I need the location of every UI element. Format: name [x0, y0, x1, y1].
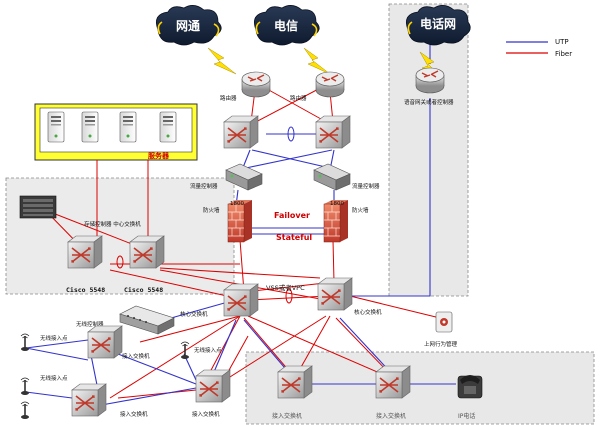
cisco-right-label: Cisco 5548 [124, 286, 163, 294]
vss-vpc-label: VSS或者VPC [266, 283, 305, 292]
utp-links [25, 30, 456, 407]
cloud-label-dianxin: 电信 [274, 18, 298, 33]
router-right-label: 路由器 [290, 94, 307, 102]
access-switch-2-label: 接入交换机 [120, 410, 148, 418]
server-icon [119, 111, 137, 143]
failover-label: Failover [274, 211, 310, 220]
phone-zone-box [388, 3, 469, 297]
lightning-icon [207, 47, 237, 75]
behavior-mgmt-label: 上网行为管理 [424, 340, 458, 348]
core-left-label: 核心交换机 [180, 310, 208, 318]
server-icon [159, 111, 177, 143]
cloud-dianxin: 电信 [253, 5, 320, 46]
access-switch-1-icon [87, 325, 123, 359]
firewall-right-label: 防火墙 [352, 206, 369, 214]
access-switch-1-label: 接入交换机 [122, 352, 150, 360]
storage-controller-icon [19, 195, 57, 219]
wireless-ap-mid-label: 无线接入点 [194, 346, 222, 354]
behavior-mgmt-icon [435, 311, 453, 333]
router-left-icon [241, 71, 271, 98]
wireless-ap-icon [20, 333, 30, 352]
wireless-ap-top-label: 无线接入点 [40, 334, 68, 342]
cloud-dianhuawang: 电话网 [405, 5, 471, 46]
ip-phone-label: IP电话 [458, 412, 475, 420]
access-switch-3-label: 接入交换机 [192, 410, 220, 418]
voice-gateway-label: 语音网关或者控制器 [404, 98, 454, 106]
stateful-label: Stateful [276, 233, 312, 242]
server-icon [81, 111, 99, 143]
wireless-ap-icon [20, 401, 30, 420]
access-switch-3-icon [195, 369, 231, 403]
port-left-label: 1800 [230, 201, 244, 207]
legend-fiber-label: Fiber [555, 50, 572, 58]
access-switch-4-icon [277, 365, 313, 399]
cloud-wangtong: 网通 [155, 5, 222, 46]
wireless-ap-icon [180, 341, 190, 360]
firewall-left-label: 防火墙 [203, 206, 220, 214]
core-right-label: 核心交换机 [354, 308, 382, 316]
cisco-switch-left-icon [67, 235, 103, 269]
core-switch-right-icon [317, 277, 353, 311]
legend: UTP Fiber [506, 38, 572, 58]
router-right-icon [315, 71, 345, 98]
storage-core-label: 存储控制器 中心交换机 [84, 220, 141, 228]
wireless-controller-icon [119, 305, 175, 335]
cisco-switch-right-icon [129, 235, 165, 269]
access-switch-5-label: 接入交换机 [376, 412, 406, 420]
wireless-ap-icon [20, 377, 30, 396]
cloud-label-wangtong: 网通 [176, 18, 200, 33]
core-switch-left-icon [223, 283, 259, 317]
port-right-label: 1800 [330, 201, 344, 207]
router-left-label: 路由器 [220, 94, 237, 102]
top-switch-right-icon [315, 115, 351, 149]
servers-label: 服务器 [148, 151, 170, 160]
top-switch-left-icon [223, 115, 259, 149]
flow-controller-left-label: 流量控制器 [190, 182, 218, 190]
voice-gateway-icon [415, 67, 445, 94]
access-switch-5-icon [375, 365, 411, 399]
wireless-ap-left-label: 无线接入点 [40, 374, 68, 382]
flow-controller-right-label: 流量控制器 [352, 182, 380, 190]
access-switch-4-label: 接入交换机 [272, 412, 302, 420]
flow-controller-left-icon [225, 163, 263, 191]
firewall-left-icon [227, 200, 252, 243]
cloud-label-dianhuawang: 电话网 [420, 16, 456, 31]
lightning-icon [303, 47, 331, 75]
wireless-controller-label: 无线控制器 [76, 320, 104, 328]
firewall-right-icon [323, 200, 348, 243]
lag-ring-cisco [116, 255, 124, 269]
flow-controller-right-icon [313, 163, 351, 191]
access-switch-2-icon [71, 383, 107, 417]
storage-zone-box [5, 177, 235, 295]
cisco-left-label: Cisco 5548 [66, 286, 105, 294]
legend-utp-label: UTP [555, 38, 569, 46]
lag-ring-top [287, 126, 295, 142]
lag-ring-core [285, 288, 293, 304]
ip-phone-icon [457, 375, 483, 399]
server-icon [47, 111, 65, 143]
